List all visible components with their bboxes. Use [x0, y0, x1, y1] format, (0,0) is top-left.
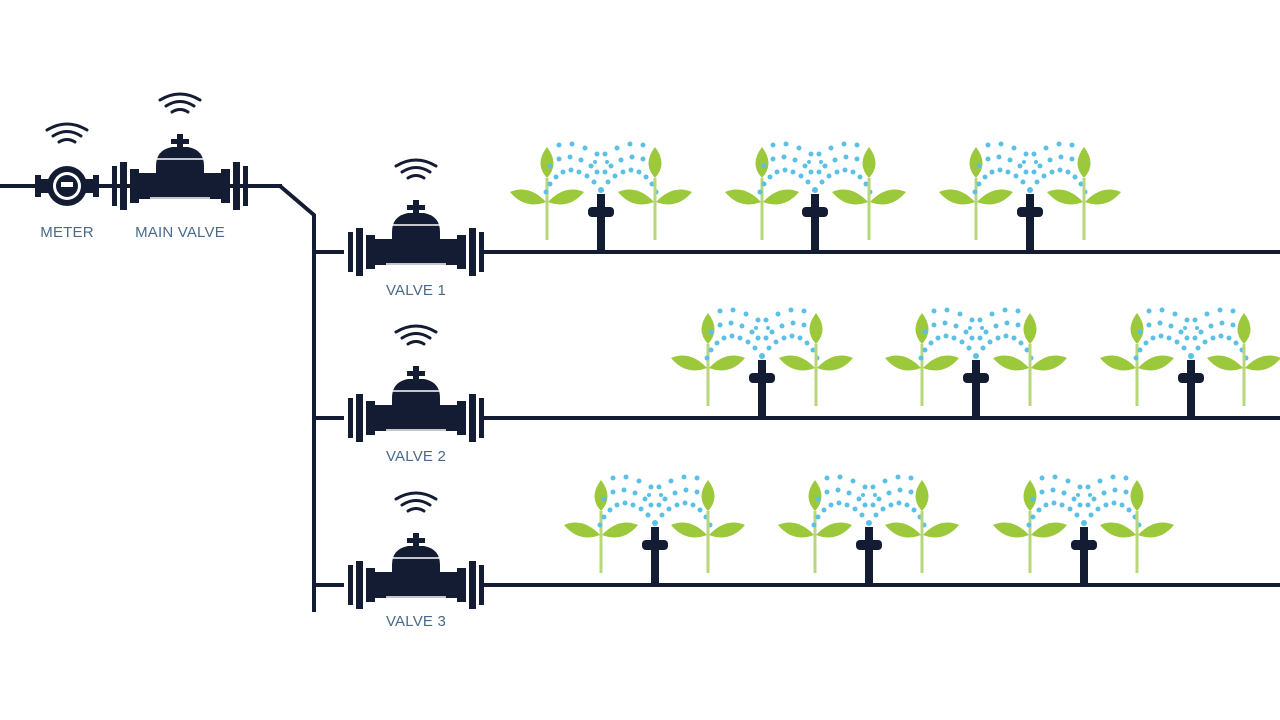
meter-label: METER [40, 224, 94, 241]
valve-3-icon [347, 532, 485, 610]
plant-icon [883, 478, 961, 575]
plant-icon [777, 311, 855, 408]
valve-1-icon [347, 199, 485, 277]
zone-3 [562, 474, 1176, 585]
valve-1-label: VALVE 1 [386, 282, 446, 299]
plant-icon [1045, 145, 1123, 242]
main-pipe [0, 184, 344, 612]
meter-icon [35, 166, 99, 206]
valve-3-label: VALVE 3 [386, 613, 446, 630]
wifi-icon [394, 491, 438, 513]
zone-2 [669, 307, 1280, 418]
main-valve-icon [111, 133, 249, 211]
main-valve-label: MAIN VALVE [135, 224, 225, 241]
plant-icon [669, 478, 747, 575]
plant-icon [830, 145, 908, 242]
plant-icon [1098, 478, 1176, 575]
wifi-icon [394, 158, 438, 180]
plant-icon [616, 145, 694, 242]
wifi-icon [45, 122, 89, 144]
valve-2-label: VALVE 2 [386, 448, 446, 465]
wifi-icon [394, 324, 438, 346]
wifi-icon [158, 92, 202, 114]
zone-1 [508, 141, 1123, 252]
valve-2-icon [347, 365, 485, 443]
plant-icon [991, 311, 1069, 408]
plant-icon [1205, 311, 1280, 408]
